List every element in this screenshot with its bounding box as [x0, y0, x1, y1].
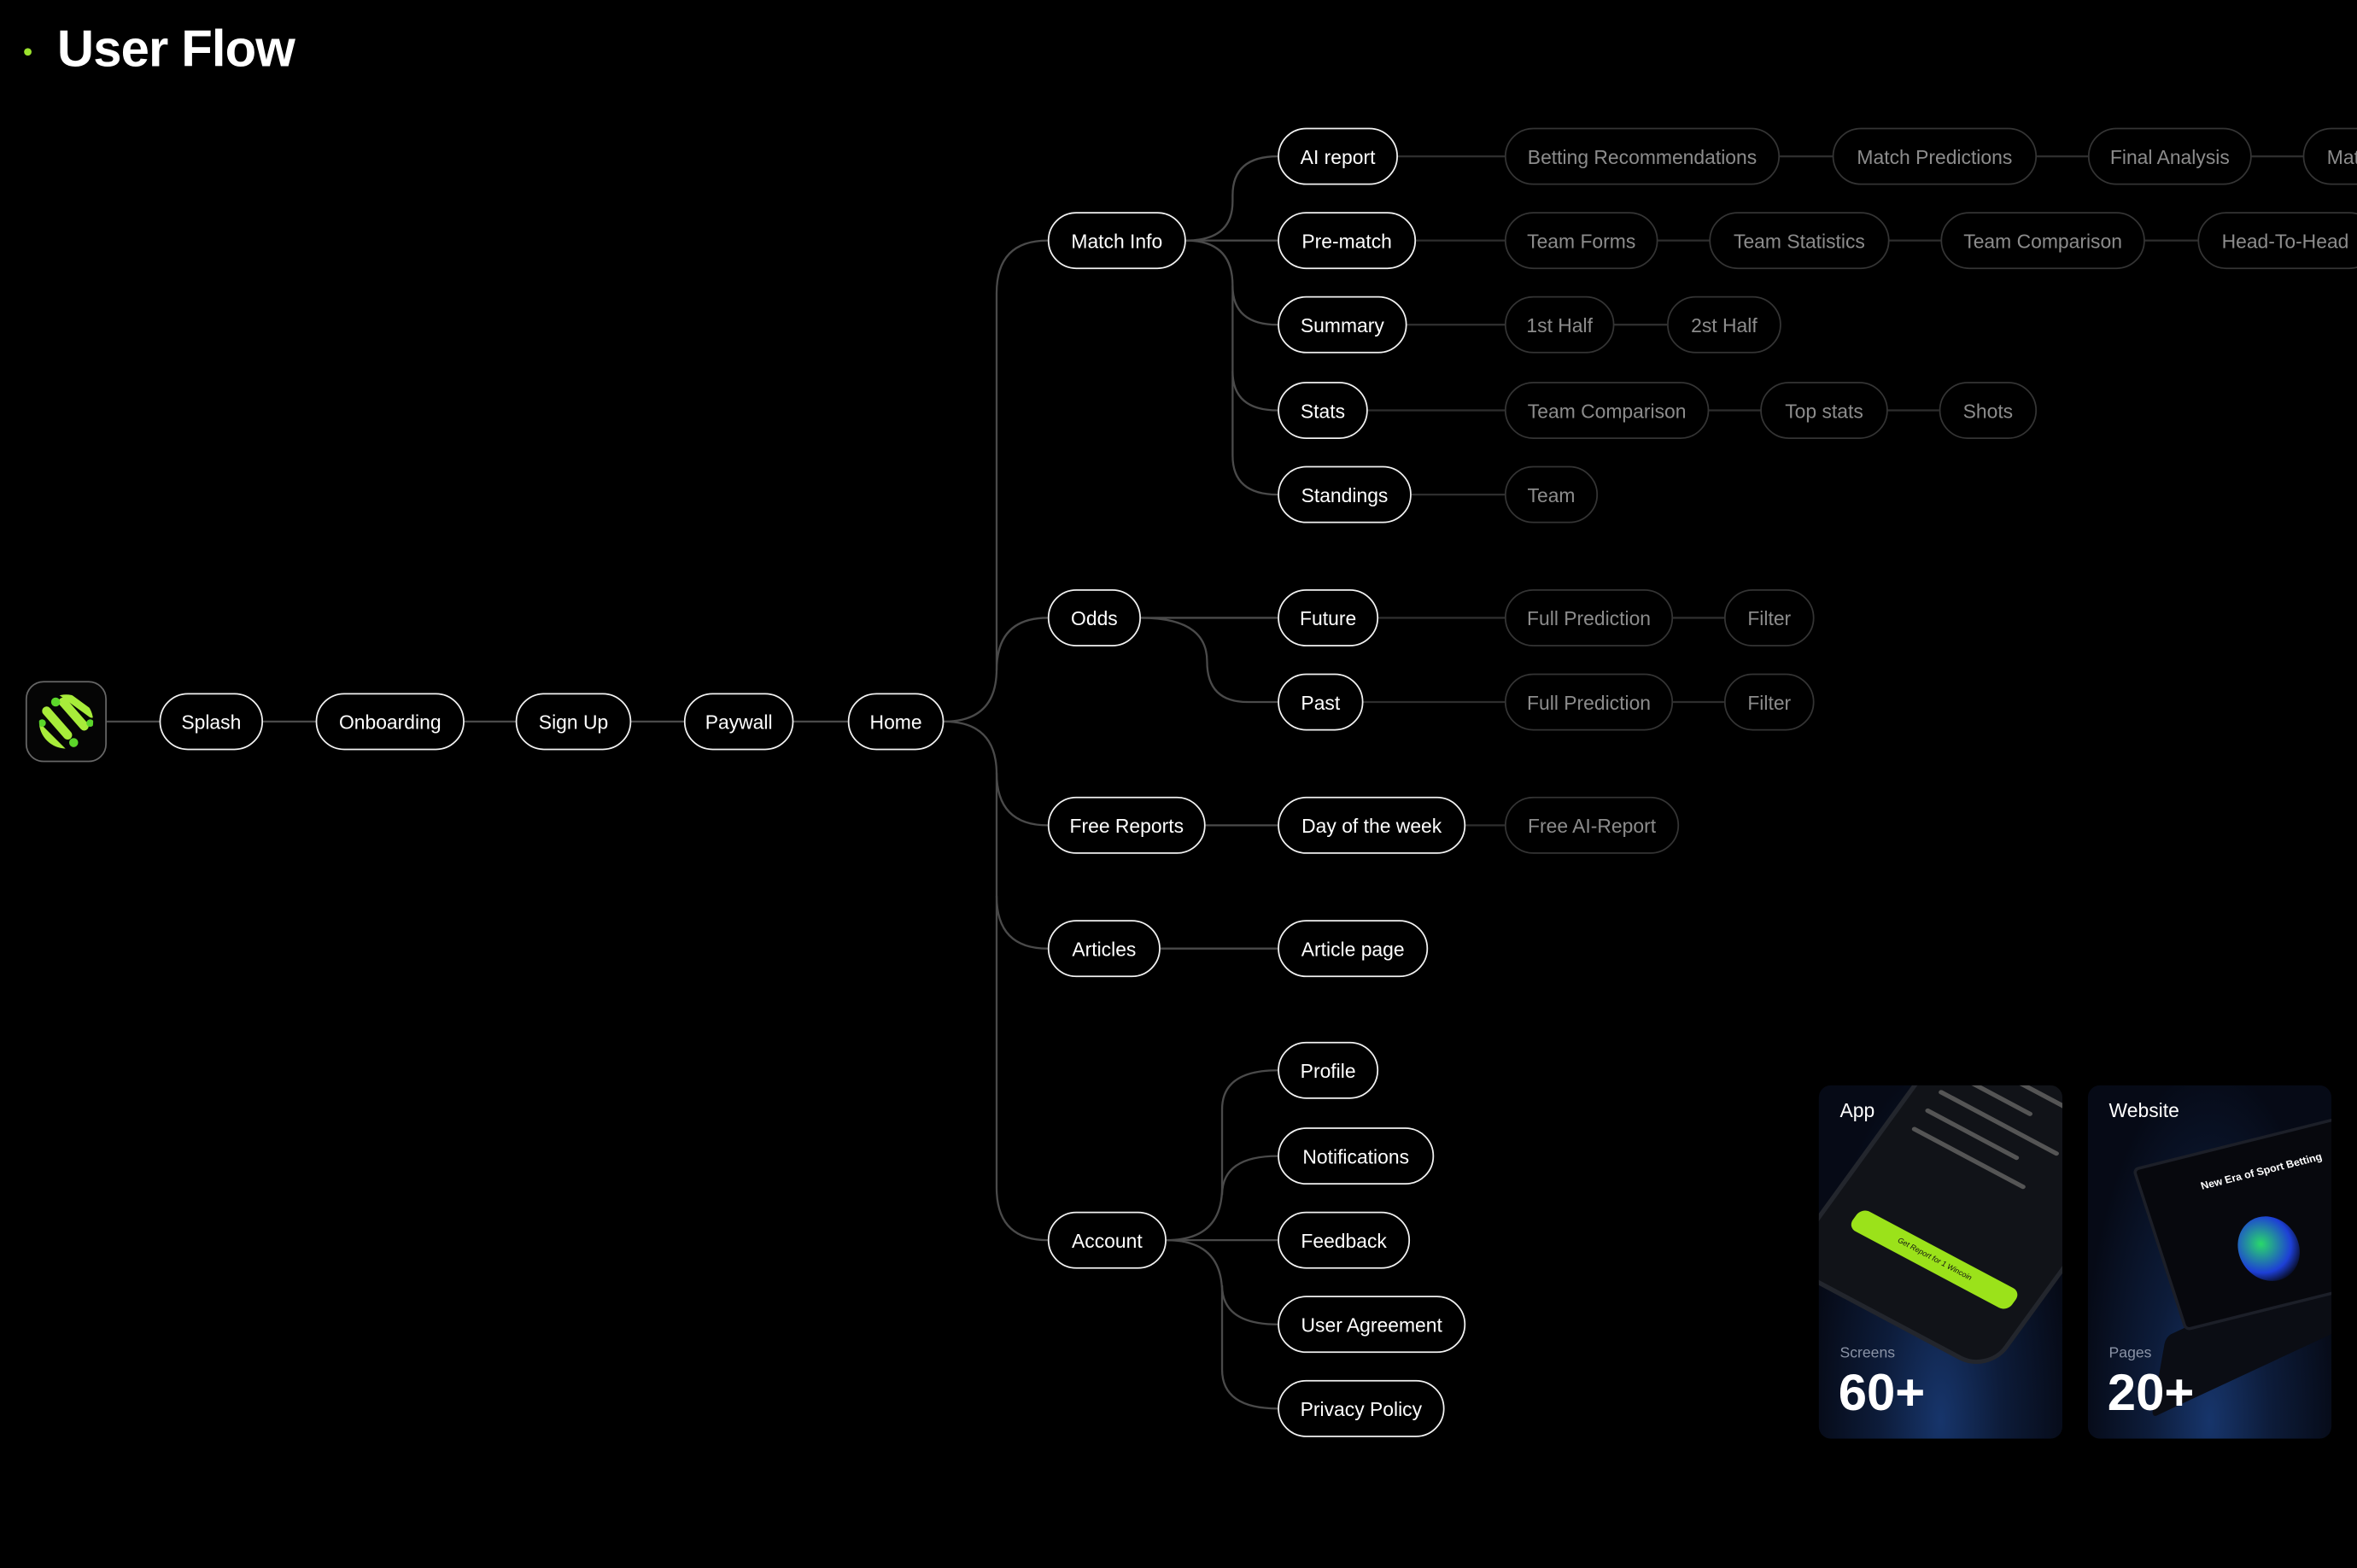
node-summary[interactable]: Summary	[1278, 295, 1407, 354]
node-free-ai-report[interactable]: Free AI-Report	[1504, 796, 1680, 854]
ball-icon	[2229, 1209, 2308, 1288]
app-logo-icon	[38, 694, 94, 749]
node-team[interactable]: Team	[1504, 465, 1599, 524]
node-free-reports[interactable]: Free Reports	[1047, 796, 1206, 854]
node-sign-up[interactable]: Sign Up	[515, 693, 632, 751]
node-match-info[interactable]: Match Info	[1047, 212, 1186, 270]
connector-articles	[995, 896, 1048, 950]
node-final-analysis[interactable]: Final Analysis	[2087, 127, 2252, 185]
mockup-headline: New Era of Sport Betting	[2199, 1152, 2324, 1193]
connector-profile	[1166, 1069, 1278, 1242]
node-stats-team-comparison[interactable]: Team Comparison	[1504, 382, 1710, 439]
connector-summary	[1231, 285, 1278, 326]
card-label: Website	[2108, 1098, 2179, 1122]
node-home[interactable]: Home	[847, 693, 945, 751]
node-past[interactable]: Past	[1278, 673, 1364, 731]
node-team-statistics[interactable]: Team Statistics	[1709, 212, 1890, 270]
app-card: Get Report for 1 Wincoin App Screens 60+	[1818, 1085, 2062, 1439]
node-splash[interactable]: Splash	[159, 693, 264, 751]
node-future-filter[interactable]: Filter	[1723, 588, 1815, 647]
connector-standings	[1185, 239, 1278, 496]
node-team-comparison[interactable]: Team Comparison	[1940, 212, 2145, 270]
phone-mockup: Get Report for 1 Wincoin	[1818, 1085, 2062, 1376]
app-logo[interactable]	[25, 681, 107, 763]
page-title: User Flow	[56, 20, 295, 79]
node-pre-match[interactable]: Pre-match	[1278, 212, 1417, 270]
node-future-full-prediction[interactable]: Full Prediction	[1504, 588, 1674, 647]
node-onboarding[interactable]: Onboarding	[315, 693, 465, 751]
node-future[interactable]: Future	[1278, 588, 1379, 647]
node-head-to-head[interactable]: Head-To-Head	[2197, 212, 2357, 270]
node-match-truncated[interactable]: Mat	[2302, 127, 2357, 185]
connector-home-up	[944, 239, 1048, 723]
node-account[interactable]: Account	[1047, 1211, 1167, 1269]
connector-privacy	[1166, 1239, 1278, 1410]
node-stats[interactable]: Stats	[1278, 382, 1368, 439]
metric-value: 20+	[2107, 1365, 2195, 1423]
node-feedback[interactable]: Feedback	[1278, 1211, 1411, 1269]
connector-user-agreement	[1220, 1284, 1278, 1325]
node-articles[interactable]: Articles	[1047, 920, 1161, 978]
node-match-predictions[interactable]: Match Predictions	[1832, 127, 2038, 185]
card-label: App	[1839, 1098, 1875, 1122]
node-paywall[interactable]: Paywall	[683, 693, 794, 751]
connector-ai-report	[1185, 155, 1278, 242]
node-past-full-prediction[interactable]: Full Prediction	[1504, 673, 1674, 731]
connector-stats	[1231, 371, 1278, 412]
metric-label: Screens	[1839, 1345, 1896, 1362]
node-article-page[interactable]: Article page	[1278, 920, 1429, 978]
node-user-agreement[interactable]: User Agreement	[1278, 1296, 1466, 1354]
node-profile[interactable]: Profile	[1278, 1041, 1379, 1099]
node-notifications[interactable]: Notifications	[1278, 1127, 1435, 1185]
connector-home-down	[944, 720, 1048, 1242]
metric-label: Pages	[2108, 1345, 2152, 1362]
node-1st-half[interactable]: 1st Half	[1504, 295, 1615, 354]
accent-dot	[24, 48, 32, 56]
node-betting-recommendations[interactable]: Betting Recommendations	[1504, 127, 1781, 185]
node-standings[interactable]: Standings	[1278, 465, 1412, 524]
node-shots[interactable]: Shots	[1939, 382, 2038, 439]
node-2st-half[interactable]: 2st Half	[1667, 295, 1781, 354]
metric-value: 60+	[1838, 1365, 1926, 1423]
node-top-stats[interactable]: Top stats	[1760, 382, 1888, 439]
node-past-filter[interactable]: Filter	[1723, 673, 1815, 731]
connector-free-reports	[995, 772, 1048, 827]
connector-past	[1140, 617, 1278, 704]
node-privacy-policy[interactable]: Privacy Policy	[1278, 1379, 1445, 1437]
node-team-forms[interactable]: Team Forms	[1504, 212, 1658, 270]
connector-notifications	[1220, 1155, 1278, 1196]
laptop-mockup: New Era of Sport Betting	[2132, 1115, 2332, 1331]
connector-odds	[995, 617, 1048, 671]
node-ai-report[interactable]: AI report	[1278, 127, 1398, 185]
node-day-of-the-week[interactable]: Day of the week	[1278, 796, 1466, 854]
node-odds[interactable]: Odds	[1047, 588, 1141, 647]
mockup-report-button: Get Report for 1 Wincoin	[1847, 1207, 2021, 1313]
website-card: New Era of Sport Betting Website Pages 2…	[2087, 1085, 2332, 1439]
